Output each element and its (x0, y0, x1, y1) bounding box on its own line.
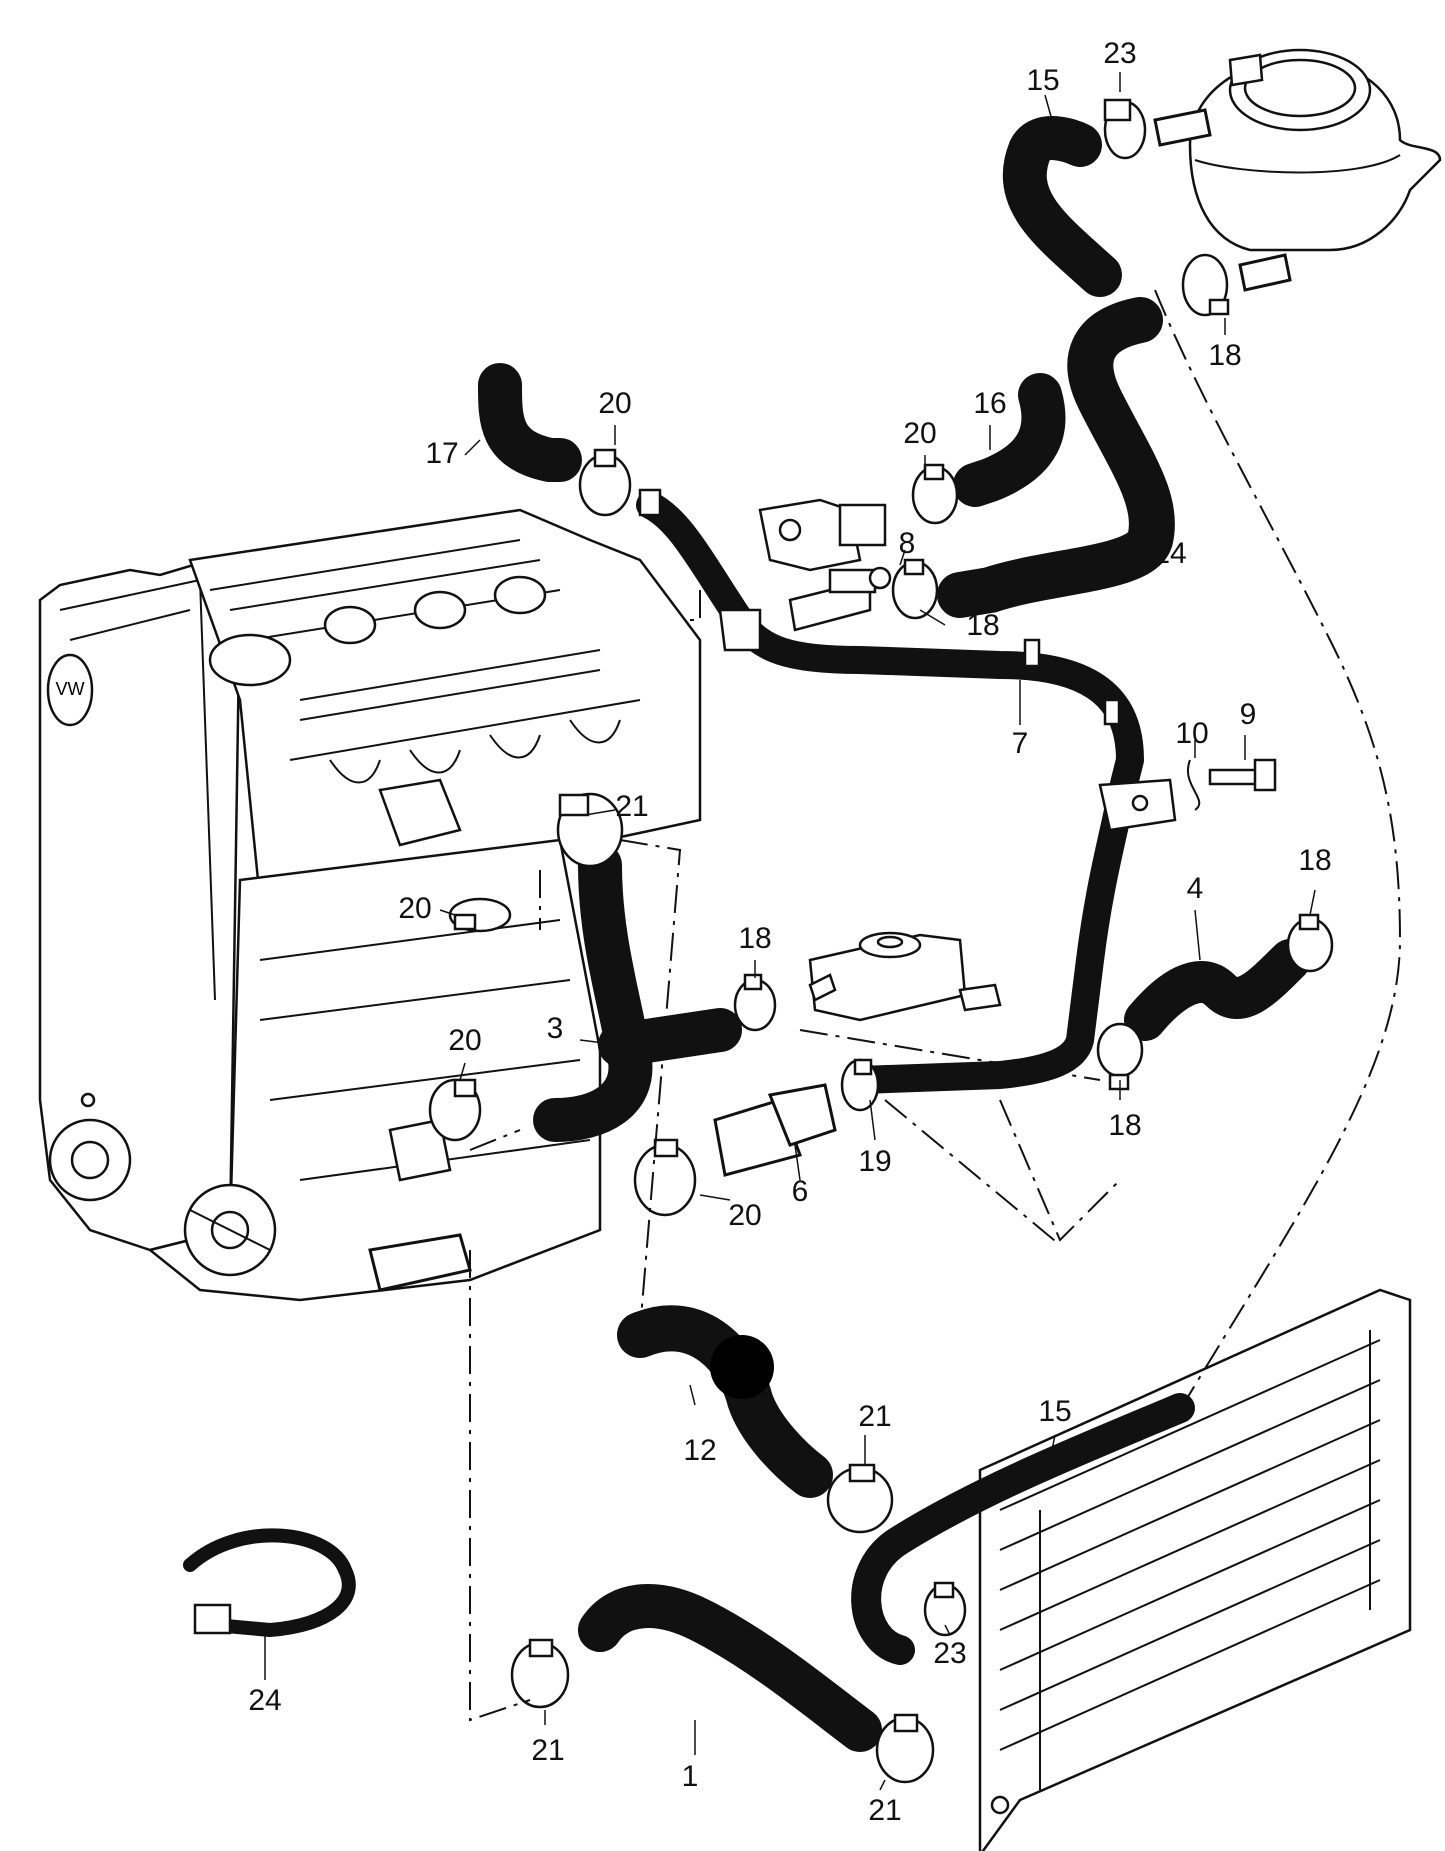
callout-21-bottom-left: 21 (531, 1734, 564, 1767)
clamp-20-upper-left (578, 448, 632, 517)
callout-18-center: 18 (738, 922, 771, 955)
callout-3: 3 (547, 1012, 564, 1045)
clamp-18-center (733, 973, 777, 1032)
callout-17: 17 (425, 437, 458, 470)
callout-4: 4 (1187, 872, 1204, 905)
hose-4 (1124, 939, 1311, 1041)
callout-21-mid: 21 (615, 790, 648, 823)
clamp-21-mid (556, 792, 624, 868)
expansion-tank (1153, 48, 1442, 292)
callout-23-top: 23 (1103, 37, 1136, 70)
callout-15-top: 15 (1026, 64, 1059, 97)
leader-lines (264, 72, 1316, 1791)
clamp-23-top (1103, 98, 1147, 160)
band-clamp-24 (183, 1528, 356, 1637)
callout-20-upper-left: 20 (598, 387, 631, 420)
callout-1: 1 (682, 1760, 699, 1793)
hose-16 (953, 373, 1066, 507)
clamp-21-lower-center (826, 1463, 894, 1534)
callout-18-right-top: 18 (1298, 844, 1331, 877)
hose-1 (578, 1584, 882, 1752)
callout-7: 7 (1012, 727, 1029, 760)
callout-21-lower-center: 21 (858, 1400, 891, 1433)
clamp-20-left-mid (448, 897, 512, 933)
hose-3 (533, 843, 742, 1142)
clamp-21-bottom-left (510, 1638, 570, 1709)
hose-12-marker-dot (710, 1335, 774, 1399)
callout-20-lower-left: 20 (448, 1024, 481, 1057)
clamp-18-tank (1181, 253, 1230, 317)
callout-18-right-bottom: 18 (1108, 1109, 1141, 1142)
callout-21-bottom-right: 21 (868, 1794, 901, 1827)
clamp-20-bottom-center (633, 1138, 697, 1217)
callout-14: 14 (1153, 537, 1186, 570)
clip-10 (1187, 759, 1201, 811)
radiator (978, 1288, 1412, 1851)
callout-24: 24 (248, 1684, 281, 1717)
hose-17 (478, 363, 582, 482)
callout-18-mid-upper: 18 (966, 609, 999, 642)
hose-15-upper (1002, 116, 1122, 297)
callout-20-upper-mid: 20 (903, 417, 936, 450)
clamps (428, 98, 1334, 1784)
callout-16: 16 (973, 387, 1006, 420)
callout-6: 6 (792, 1175, 809, 1208)
callout-19: 19 (858, 1145, 891, 1178)
bolt-9 (1208, 758, 1277, 792)
callout-8: 8 (899, 527, 916, 560)
clamp-18-right-bottom (1096, 1022, 1144, 1091)
engine-block: VW (38, 508, 702, 1302)
clamp-18-mid-upper (891, 558, 939, 620)
callout-labels: 23 15 18 17 20 20 16 8 18 14 7 10 9 21 1… (248, 37, 1331, 1827)
oil-cooler (808, 931, 1002, 1022)
clamp-21-bottom-right (875, 1713, 935, 1784)
callout-20-left-mid: 20 (398, 892, 431, 925)
callout-20-bottom-center: 20 (728, 1199, 761, 1232)
flange-housing (758, 498, 887, 572)
callout-10: 10 (1175, 717, 1208, 750)
fitting-8 (828, 566, 892, 594)
clamp-18-right-top (1286, 913, 1334, 973)
hose-15-lower (851, 1393, 1195, 1665)
metal-coolant-pipe-7 (636, 488, 1177, 1094)
clamp-23-bottom (923, 1581, 967, 1637)
routing-lines (469, 289, 1402, 1722)
hose-14 (937, 297, 1175, 618)
callout-9: 9 (1240, 698, 1257, 731)
clamp-19 (840, 1058, 880, 1112)
clamp-20-upper-mid (911, 463, 959, 525)
callout-15-bottom: 15 (1038, 1395, 1071, 1428)
hose-6 (713, 1083, 837, 1177)
callout-18-tank: 18 (1208, 339, 1241, 372)
clamp-20-lower-left (428, 1078, 482, 1142)
callout-23-bottom: 23 (933, 1637, 966, 1670)
callout-12: 12 (683, 1434, 716, 1467)
svg-text:VW: VW (56, 679, 85, 699)
